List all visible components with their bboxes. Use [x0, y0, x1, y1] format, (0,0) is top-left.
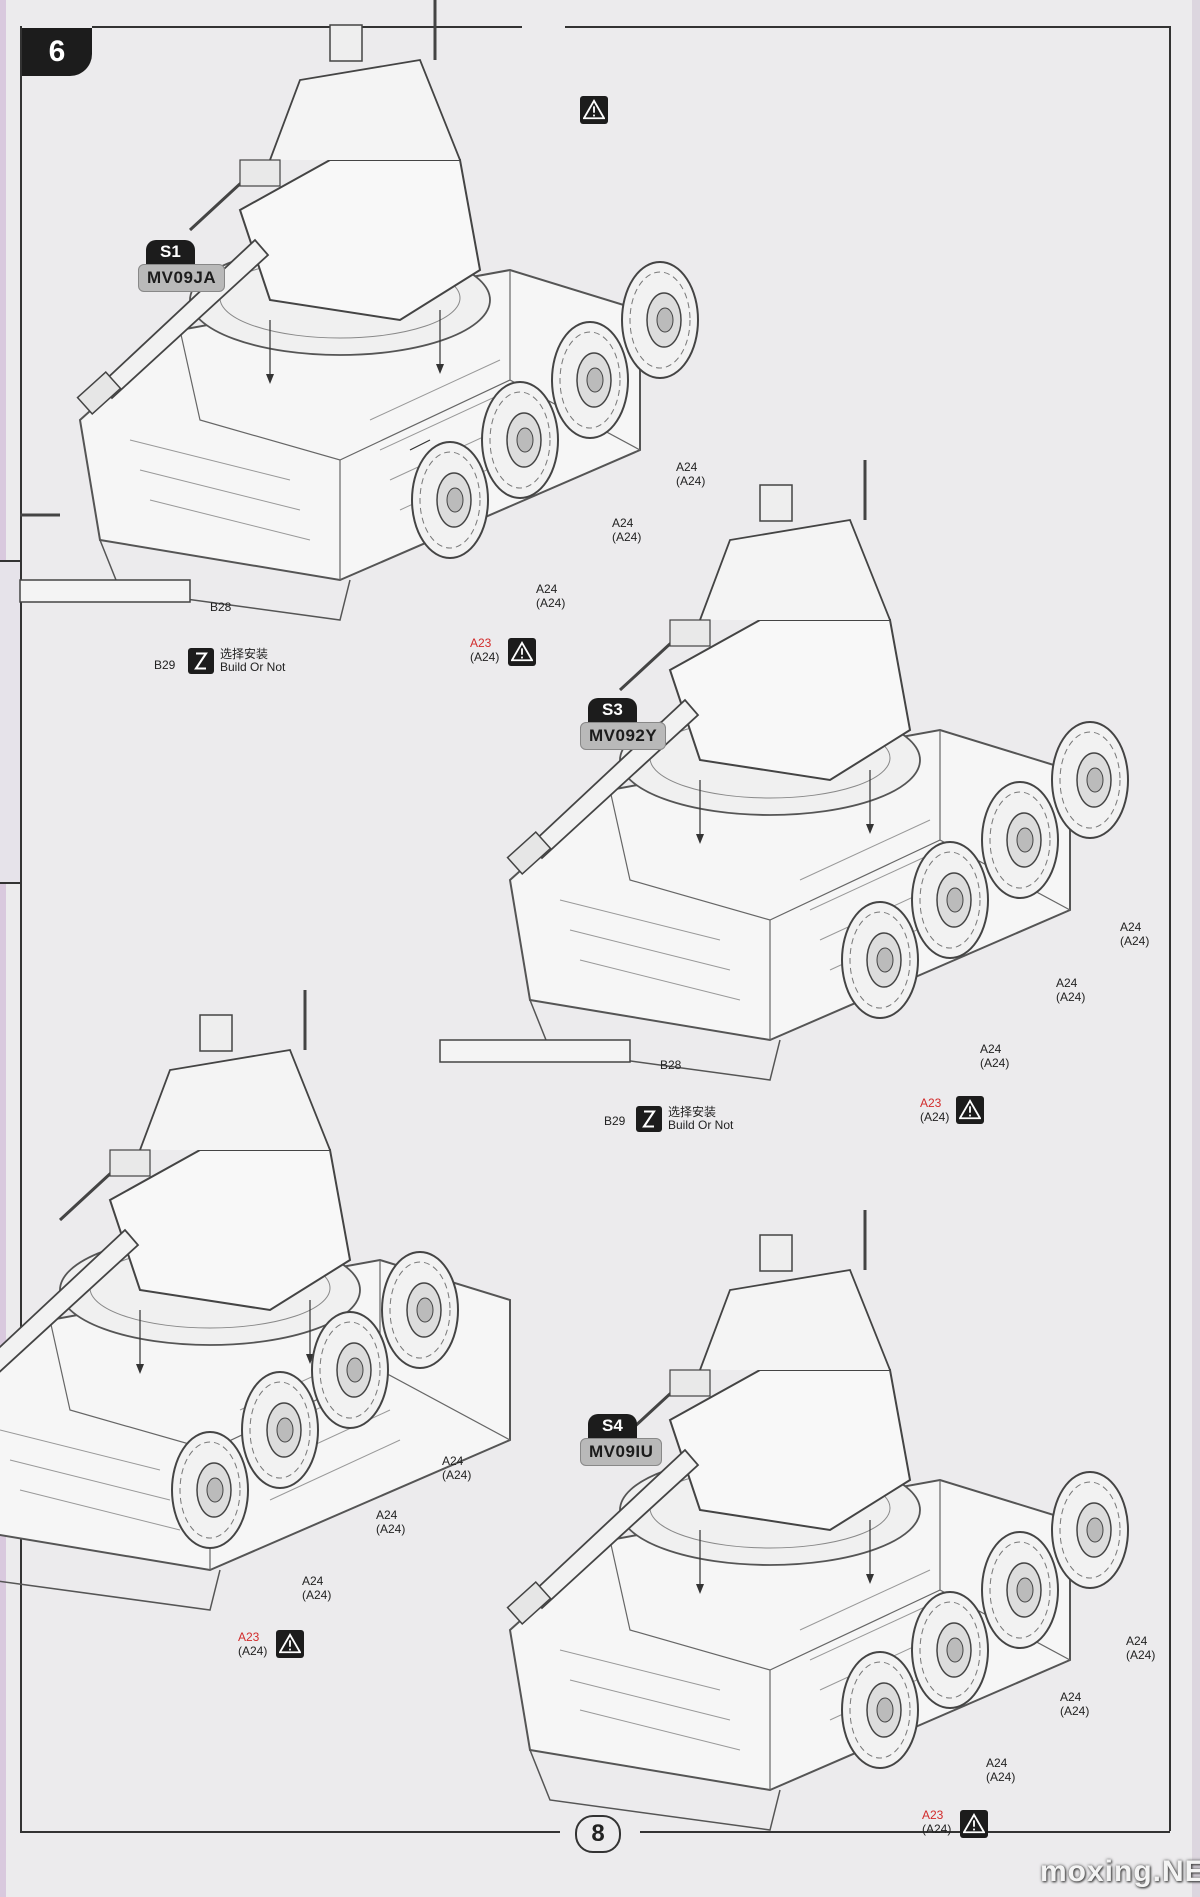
warning-triangle-icon — [960, 1810, 988, 1838]
page-frame-left-tab — [0, 560, 22, 884]
wheel-label: A24(A24) — [612, 516, 642, 544]
wheel-label: A24(A24) — [1056, 976, 1086, 1004]
wheel-label: A24(A24) — [980, 1042, 1010, 1070]
optional-note-en: Build Or Not — [668, 1118, 734, 1132]
wheel-label: A23(A24) — [922, 1808, 952, 1836]
wheel-label: A24(A24) — [676, 460, 706, 488]
variant-tag-s3: S3 MV092Y — [580, 698, 667, 750]
vehicle-diagram-s1 — [19, 0, 699, 622]
paint-scheme-code: MV092Y — [580, 722, 667, 750]
step-number-badge: 6 — [22, 28, 92, 76]
part-label-b29: B29 — [604, 1114, 626, 1128]
page-edge-shading — [0, 0, 6, 1897]
page-frame-top — [92, 26, 522, 28]
optional-build-note: 选择安装 Build Or Not — [636, 1106, 733, 1132]
warning-triangle-icon — [956, 1096, 984, 1124]
warning-triangle-icon — [508, 638, 536, 666]
vehicle-diagram-s4 — [506, 1208, 1129, 1832]
optional-note-en: Build Or Not — [220, 660, 286, 674]
wheel-label: A23(A24) — [238, 1630, 268, 1658]
wheel-label: A24(A24) — [1060, 1690, 1090, 1718]
wheel-label: A24(A24) — [1120, 920, 1150, 948]
wheel-label: A24(A24) — [536, 582, 566, 610]
page-number: 8 — [575, 1815, 621, 1853]
optional-note-cn: 选择安装 — [668, 1105, 717, 1119]
part-label-b29: B29 — [154, 658, 176, 672]
variant-tag-s4: S4 MV09IU — [580, 1414, 663, 1466]
page-frame-top-right — [565, 26, 1170, 28]
part-label-b28: B28 — [660, 1058, 682, 1072]
page-frame-bottom — [20, 1831, 560, 1833]
variant-code: S4 — [588, 1414, 637, 1438]
vehicle-diagram-unlabeled — [0, 988, 512, 1612]
page-frame-bottom-right — [640, 1831, 1170, 1833]
wheel-label: A24(A24) — [302, 1574, 332, 1602]
optional-note-cn: 选择安装 — [220, 647, 269, 661]
variant-tag-s1: S1 MV09JA — [138, 240, 226, 292]
wheel-label: A24(A24) — [442, 1454, 472, 1482]
vehicle-diagram-s3 — [439, 458, 1129, 1082]
warning-triangle-icon — [276, 1630, 304, 1658]
wheel-label: A23(A24) — [920, 1096, 950, 1124]
wheel-label: A23(A24) — [470, 636, 500, 664]
paint-scheme-code: MV09JA — [138, 264, 226, 292]
build-or-not-icon — [636, 1106, 662, 1132]
page-edge-shading-right — [1192, 0, 1200, 1897]
part-label-b28: B28 — [210, 600, 232, 614]
optional-build-note: 选择安装 Build Or Not — [188, 648, 285, 674]
page-frame-left — [20, 26, 22, 1831]
wheel-label: A24(A24) — [376, 1508, 406, 1536]
watermark: moxing.NET — [1040, 1855, 1200, 1888]
wheel-label: A24(A24) — [1126, 1634, 1156, 1662]
warning-triangle-icon — [580, 96, 608, 124]
wheel-label: A24(A24) — [986, 1756, 1016, 1784]
page-frame-right — [1169, 26, 1171, 1831]
build-or-not-icon — [188, 648, 214, 674]
variant-code: S1 — [146, 240, 195, 264]
variant-code: S3 — [588, 698, 637, 722]
paint-scheme-code: MV09IU — [580, 1438, 663, 1466]
